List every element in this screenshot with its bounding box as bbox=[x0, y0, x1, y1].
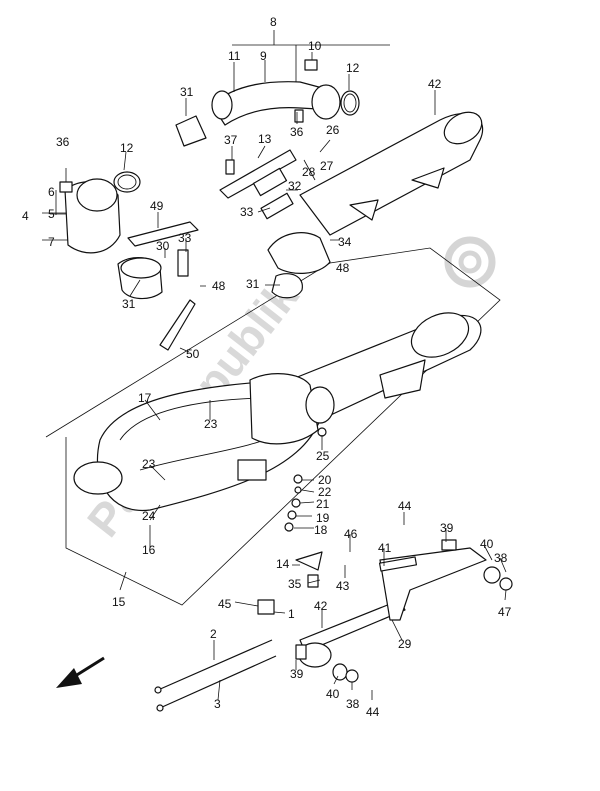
callout: 25 bbox=[316, 449, 330, 463]
callout: 41 bbox=[378, 541, 392, 555]
callout: 33 bbox=[240, 205, 254, 219]
callout: 42 bbox=[428, 77, 442, 91]
callout: 19 bbox=[316, 511, 330, 525]
callout: 31 bbox=[180, 85, 194, 99]
small-hardware bbox=[284, 427, 327, 532]
callout: 4 bbox=[22, 209, 29, 223]
callout: 1 bbox=[288, 607, 295, 621]
callout: 14 bbox=[276, 557, 290, 571]
callout: 36 bbox=[56, 135, 70, 149]
callout: 18 bbox=[314, 523, 328, 537]
main-muffler bbox=[73, 312, 482, 512]
front-header-pipe bbox=[59, 171, 199, 351]
callout: 34 bbox=[338, 235, 352, 249]
callout: 31 bbox=[122, 297, 136, 311]
callout: 26 bbox=[326, 123, 340, 137]
callout: 39 bbox=[440, 521, 454, 535]
callout: 10 bbox=[308, 39, 322, 53]
callout: 12 bbox=[346, 61, 360, 75]
callout: 13 bbox=[258, 132, 272, 146]
callout: 39 bbox=[290, 667, 304, 681]
callout: 46 bbox=[344, 527, 358, 541]
callout: 8 bbox=[270, 15, 277, 29]
callout: 23 bbox=[142, 457, 156, 471]
callout: 38 bbox=[494, 551, 508, 565]
muffler-assembly-frame bbox=[45, 247, 501, 606]
callout: 2 bbox=[210, 627, 217, 641]
callout: 29 bbox=[398, 637, 412, 651]
front-pipe-bracket bbox=[42, 212, 71, 241]
callout: 48 bbox=[212, 279, 226, 293]
callout: 12 bbox=[120, 141, 134, 155]
callout: 30 bbox=[156, 239, 170, 253]
callout: 44 bbox=[398, 499, 412, 513]
callout: 33 bbox=[178, 231, 192, 245]
callout: 40 bbox=[326, 687, 340, 701]
callout: 32 bbox=[288, 179, 302, 193]
leader-lines bbox=[50, 30, 507, 701]
callout: 37 bbox=[224, 133, 238, 147]
callout: 20 bbox=[318, 473, 332, 487]
callout: 11 bbox=[228, 49, 241, 63]
callout: 36 bbox=[290, 125, 304, 139]
callout: 31 bbox=[246, 277, 260, 291]
callout: 38 bbox=[346, 697, 360, 711]
callout: 35 bbox=[288, 577, 302, 591]
callout: 48 bbox=[336, 261, 350, 275]
control-rods bbox=[154, 639, 277, 712]
callout: 5 bbox=[48, 207, 55, 221]
callout: 28 bbox=[302, 165, 316, 179]
callout: 27 bbox=[320, 159, 334, 173]
front-arrow-icon bbox=[56, 656, 105, 688]
callout: 42 bbox=[314, 599, 328, 613]
callout: 47 bbox=[498, 605, 512, 619]
callout: 23 bbox=[204, 417, 218, 431]
callout: 3 bbox=[214, 697, 221, 711]
callout-labels: 8 10 11 9 12 31 36 37 13 26 42 36 12 28 … bbox=[22, 15, 512, 719]
callout: 44 bbox=[366, 705, 380, 719]
heat-shield-bracket bbox=[219, 149, 297, 220]
callout: 24 bbox=[142, 509, 156, 523]
callout: 49 bbox=[150, 199, 164, 213]
callout: 40 bbox=[480, 537, 494, 551]
callout: 17 bbox=[138, 391, 152, 405]
callout: 21 bbox=[316, 497, 330, 511]
callout: 45 bbox=[218, 597, 232, 611]
rear-muffler-upper bbox=[267, 111, 484, 299]
gear-icon bbox=[444, 236, 496, 288]
callout: 15 bbox=[112, 595, 126, 609]
callout: 9 bbox=[260, 49, 267, 63]
callout: 6 bbox=[48, 185, 55, 199]
callout: 43 bbox=[336, 579, 350, 593]
callout: 50 bbox=[186, 347, 200, 361]
callout: 16 bbox=[142, 543, 156, 557]
footrest-stand bbox=[257, 539, 513, 683]
callout: 7 bbox=[48, 235, 55, 249]
callout: 22 bbox=[318, 485, 332, 499]
upper-exhaust-pipe bbox=[175, 59, 360, 147]
